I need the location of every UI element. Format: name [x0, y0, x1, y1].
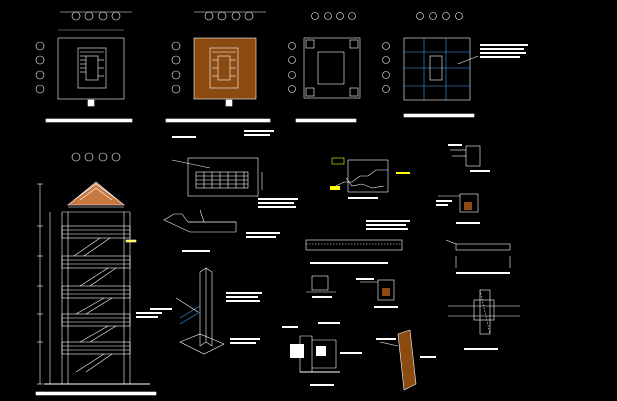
- column-base-detail: [356, 278, 398, 308]
- grid-bubbles-left: [35, 41, 45, 94]
- plan-3-outline: [303, 37, 361, 99]
- column-top-detail: [448, 144, 490, 172]
- plan-view-4: [382, 12, 528, 118]
- wall-footing-section: [282, 322, 362, 386]
- plan-1-stair-core: [77, 47, 107, 89]
- footing-detail: [436, 193, 480, 224]
- tower-roof: [67, 181, 125, 206]
- tower-stairs: [73, 237, 117, 373]
- north-arrow-icon: [225, 99, 233, 107]
- plan-view-3: [288, 12, 361, 123]
- plan-1-outline: [57, 37, 125, 100]
- handrail-mesh: [195, 171, 249, 189]
- plan-2-title-bar: [165, 118, 271, 123]
- slab-detail: [445, 239, 511, 274]
- plan-4-structural-grid: [404, 38, 470, 100]
- plan-4-title-bar: [403, 113, 475, 118]
- grid-bubbles-top: [60, 11, 132, 21]
- stair-landing-detail: [376, 329, 436, 391]
- plan-view-1: [35, 11, 133, 123]
- plan-1-stair-treads: [80, 51, 104, 77]
- tower-elevation: [35, 152, 162, 396]
- plan-view-2: [165, 11, 271, 123]
- elevation-title-bar: [35, 391, 157, 396]
- tower-height-dimension: [37, 183, 51, 385]
- plan-4-note-text-lines: [480, 44, 528, 58]
- plan-2-floor-fill: [193, 37, 257, 100]
- connection-detail-small: [306, 275, 336, 298]
- plan-4-outline: [403, 37, 471, 101]
- stair-detail-yellow: [330, 157, 410, 199]
- plan-1-title-bar: [45, 118, 133, 123]
- plan-3-title-bar: [295, 118, 357, 123]
- beam-section-detail: [305, 220, 410, 264]
- cross-beam-detail: [448, 289, 520, 350]
- level-marker: [125, 239, 137, 243]
- isometric-column-detail: [150, 267, 262, 355]
- stair-section-detail: [163, 209, 280, 252]
- tower-floor-railings: [61, 225, 131, 355]
- handrail-detail: [171, 130, 298, 208]
- north-arrow-icon: [87, 99, 95, 107]
